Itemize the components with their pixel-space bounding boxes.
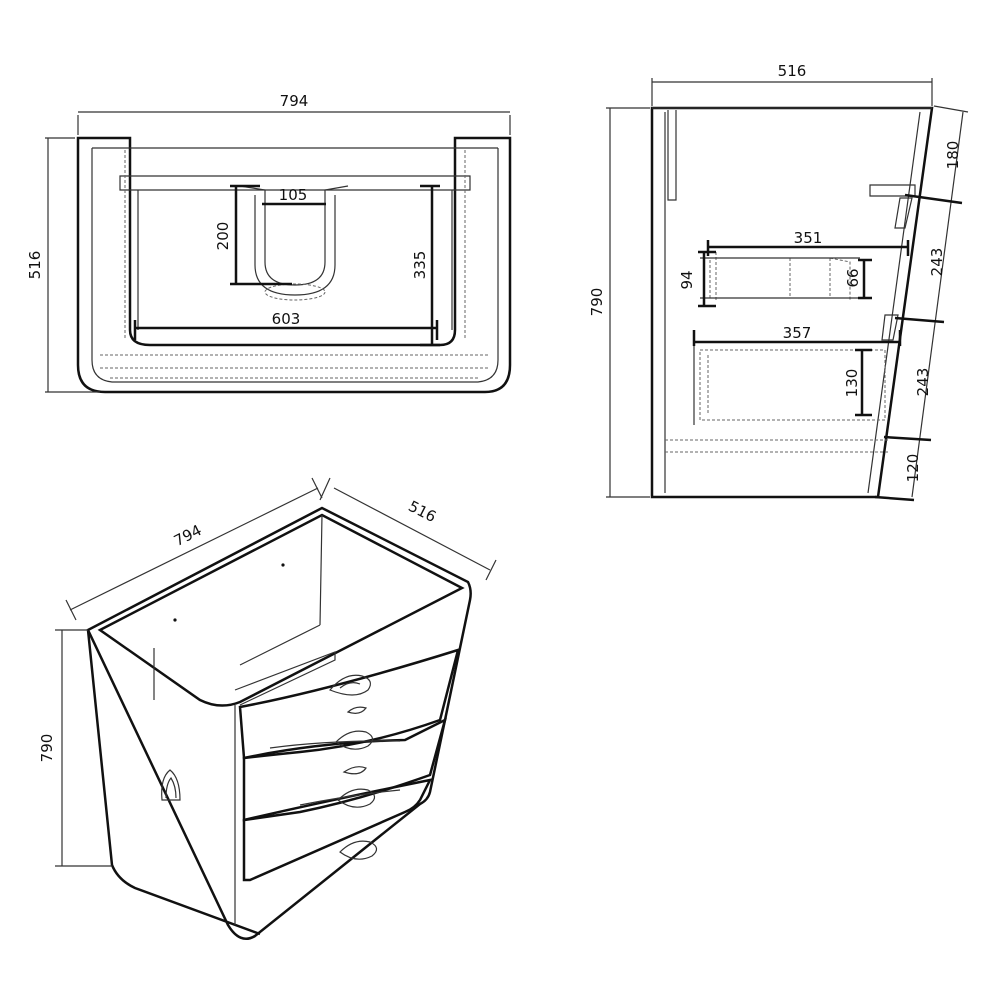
dim-iso-depth: 516: [405, 497, 439, 526]
side-handle-2: [881, 314, 899, 341]
iso-body-outline: [86, 506, 472, 940]
dim-drawer2-depth: 357: [783, 324, 812, 342]
dim-drain-width: 105: [279, 186, 308, 204]
iso-side-logo-icon: [161, 769, 181, 801]
iso-hole-2: [281, 563, 285, 567]
top-view-hidden-lines: [100, 150, 490, 379]
dim-drawer1-height: 243: [928, 248, 946, 277]
iso-handle-icon-2: [346, 706, 367, 714]
top-view-outline: [76, 136, 512, 394]
iso-handle-icon-1: [329, 674, 372, 696]
iso-drawer-1: [238, 648, 460, 760]
iso-top-rim: [97, 513, 465, 707]
drawer1-edges: [700, 257, 860, 299]
dim-iso-width-line: [65, 477, 323, 621]
dim-chain-ticks: [874, 193, 963, 502]
side-view: 516 790 180 243 243 120 351 94 66 357 13…: [588, 62, 969, 502]
dim-drawer2-depth-line: [692, 330, 902, 346]
dim-drawer1-inner-line: [698, 250, 716, 308]
drawer1-box: [709, 252, 851, 302]
dim-side-height-line: [606, 107, 650, 498]
dim-iso-depth-line: [319, 477, 497, 581]
dim-top-depth: 516: [26, 251, 44, 280]
dim-iso-height: 790: [38, 734, 56, 763]
side-view-back-edge: [652, 107, 932, 494]
dim-side-depth: 516: [778, 62, 807, 80]
dim-drain-depth: 200: [214, 222, 232, 251]
iso-drawer-3: [242, 778, 433, 882]
dim-drain-depth-line: [230, 184, 292, 286]
top-view: 794 516 105 200 335 603: [26, 92, 512, 394]
dim-drawer1-inner-height: 94: [678, 270, 696, 289]
iso-handle-icon-6: [339, 840, 378, 860]
dim-drawer2-box-height: 130: [843, 369, 861, 398]
iso-handle-icon-4: [342, 766, 367, 775]
dim-iso-height-line: [55, 629, 112, 867]
side-top-rail: [667, 110, 677, 201]
iso-hole-1: [173, 618, 177, 622]
iso-left-face: [86, 629, 261, 936]
dim-top-depth-line: [45, 137, 100, 393]
dim-drawer2-height: 243: [914, 368, 932, 397]
side-view-outline: [650, 106, 934, 499]
iso-view: 794 516 790: [38, 477, 497, 940]
drain-hole: [264, 283, 326, 301]
dim-top-width: 794: [280, 92, 309, 110]
dim-top-width-line: [77, 111, 511, 135]
dim-drawer1-box-height: 66: [844, 268, 862, 287]
iso-drawer-2: [242, 717, 447, 822]
dim-inner-width: 603: [272, 310, 301, 328]
dim-side-height: 790: [588, 288, 606, 317]
iso-inner-walls: [153, 514, 336, 706]
iso-drawer-gaps: [269, 740, 401, 806]
drawer2-box: [665, 349, 890, 453]
iso-handle-icon-5: [337, 788, 376, 808]
dim-drawer2-box-line: [855, 348, 872, 417]
dim-inner-width-line: [133, 320, 439, 340]
dim-top-offset: 180: [944, 141, 962, 170]
iso-handle-icon-3: [335, 730, 374, 750]
dim-drawer1-box-line: [858, 258, 872, 300]
dim-plinth: 120: [904, 454, 922, 483]
dim-chain-line: [911, 105, 969, 498]
side-handle-1: [869, 184, 916, 229]
top-view-inner-frame: [91, 147, 499, 383]
dim-inner-depth-line: [420, 184, 440, 347]
dim-inner-depth: 335: [411, 251, 429, 280]
drain-cutout: [239, 185, 349, 296]
dim-drawer1-depth: 351: [794, 229, 823, 247]
dim-drawer1-depth-line: [706, 240, 910, 256]
dim-side-depth-line: [651, 78, 933, 106]
